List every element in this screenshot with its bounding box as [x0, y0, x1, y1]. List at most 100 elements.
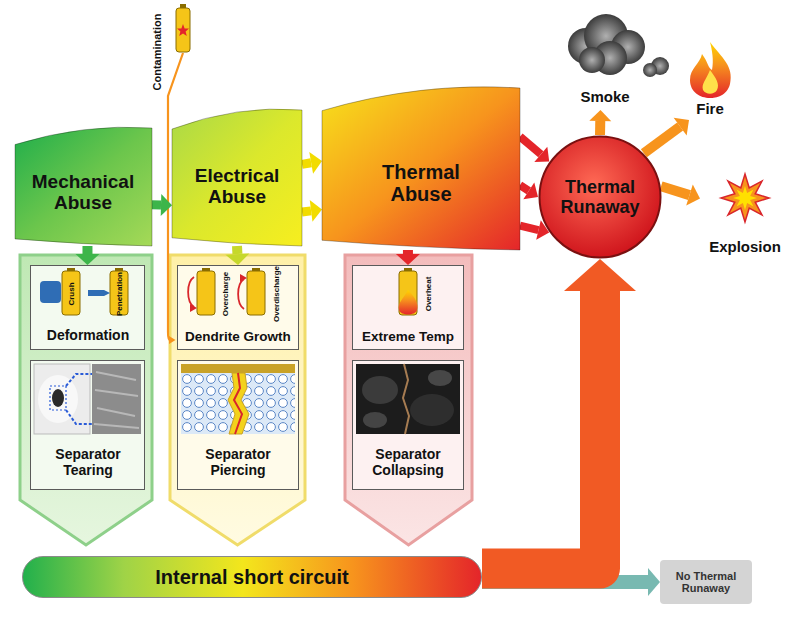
charge-arrow: [188, 277, 194, 307]
zoom-line: [66, 374, 92, 386]
node-label: Separator Tearing: [36, 447, 141, 478]
battery-cell: [197, 271, 215, 315]
flow-arrow: [644, 118, 689, 154]
side-label: Contamination: [151, 14, 163, 91]
arrow-shaft: [661, 186, 689, 195]
photo-blotch: [363, 412, 387, 428]
battery-cell: [399, 271, 417, 315]
box-ground: [30, 265, 145, 350]
arrow-shaft: [232, 246, 242, 254]
icon-label: Overcharge: [222, 272, 231, 316]
node-label: Explosion: [701, 239, 789, 256]
fire-flame: [690, 42, 731, 98]
arrow-shaft: [302, 163, 311, 165]
electrode-band: [181, 364, 295, 373]
arrow-shaft: [520, 185, 529, 191]
photo-hole: [52, 389, 64, 407]
node-label: Thermal Abuse: [366, 161, 476, 206]
flow-arrow: [661, 185, 700, 206]
flow-arrow: [482, 259, 636, 569]
abuse-shape-outline: [322, 87, 520, 250]
battery-terminal: [404, 268, 412, 271]
flame: [690, 42, 731, 98]
arrow-head: [161, 194, 172, 216]
node-label: Separator Piercing: [183, 447, 293, 478]
arrow-shaft: [82, 246, 92, 254]
node-label: Smoke: [562, 89, 648, 106]
arrow-shaft: [644, 127, 680, 154]
arrow-shaft: [482, 291, 600, 569]
photo-blotch: [428, 370, 452, 386]
photo-spot: [38, 375, 78, 423]
contamination-head: [169, 336, 176, 344]
battery-terminal: [180, 4, 186, 8]
arrow-head: [309, 152, 322, 174]
box-ground: [177, 265, 299, 350]
charge-arrow-head: [190, 304, 197, 312]
flow-arrow: [75, 246, 99, 265]
runaway-circle-outline: [540, 137, 661, 258]
arrow-shaft: [302, 211, 311, 212]
tearing-photo: [34, 364, 141, 434]
box-ground: [177, 360, 299, 490]
piercing-sketch: [181, 364, 295, 434]
node-label: Separator Collapsing: [356, 447, 461, 478]
flow-arrow: [589, 110, 611, 135]
arrow-shaft: [152, 200, 161, 209]
thermal-panel: [345, 255, 472, 545]
contaminant-star: [177, 24, 189, 36]
icon-label: Overdischarge: [273, 266, 282, 322]
abuse-shape-outline: [172, 109, 302, 246]
arrow-head: [523, 183, 538, 200]
penetration-rod: [88, 290, 110, 296]
discharge-arrow: [238, 279, 244, 309]
star-outer: [721, 174, 769, 222]
arrow-head: [396, 254, 420, 265]
photo-sem: [92, 364, 141, 434]
arrow-head: [674, 118, 689, 136]
outcome-icon: Fire: [680, 40, 740, 120]
short-circuit-bar: Internal short circuit: [22, 556, 482, 598]
abuse-shape-outline: [15, 127, 152, 246]
box-ground: [352, 265, 464, 350]
node-label: Dendrite Growth: [179, 329, 297, 344]
star-inner: [733, 186, 757, 210]
node-label: Mechanical Abuse: [18, 171, 148, 214]
node-label: Internal short circuit: [32, 566, 472, 588]
flow-arrow: [302, 200, 322, 222]
separator-ground: [181, 364, 295, 434]
arrow-head: [310, 200, 322, 222]
separator-box: Separator Tearing: [30, 360, 145, 490]
smoke-cloud: [568, 14, 669, 77]
battery-terminal: [67, 268, 75, 271]
battery-cell: [247, 271, 265, 315]
box-ground: [352, 360, 464, 490]
battery-cell: [176, 8, 190, 52]
battery-terminal: [252, 268, 260, 271]
mechanical-panel: [20, 255, 152, 545]
node-label: Deformation: [33, 328, 144, 344]
abuse-stage: Mechanical Abuse: [15, 128, 152, 246]
flow-arrow: [520, 183, 538, 200]
overheat-icon: [399, 268, 418, 315]
separator-box: Separator Piercing: [177, 360, 299, 490]
crush-block: [40, 281, 61, 303]
node-label: No Thermal Runaway: [662, 570, 750, 595]
small-flame: [399, 290, 418, 315]
arrow-shaft: [520, 226, 539, 230]
arrow-head: [686, 185, 700, 206]
zoom-line: [66, 410, 92, 424]
sem-streaks: [94, 372, 139, 428]
runaway-circle: Thermal Runaway: [538, 135, 662, 259]
node-label: Electrical Abuse: [175, 165, 299, 208]
node-label: Extreme Temp: [354, 329, 462, 344]
icon-label: Crush: [68, 282, 77, 305]
collapsing-photo: [356, 364, 460, 434]
battery-terminal: [115, 268, 123, 271]
node-label: Thermal Runaway: [550, 177, 650, 217]
flame-core: [703, 70, 718, 94]
arrow-head: [225, 253, 249, 265]
arrow-head: [589, 110, 611, 121]
arrow-head: [534, 147, 549, 162]
